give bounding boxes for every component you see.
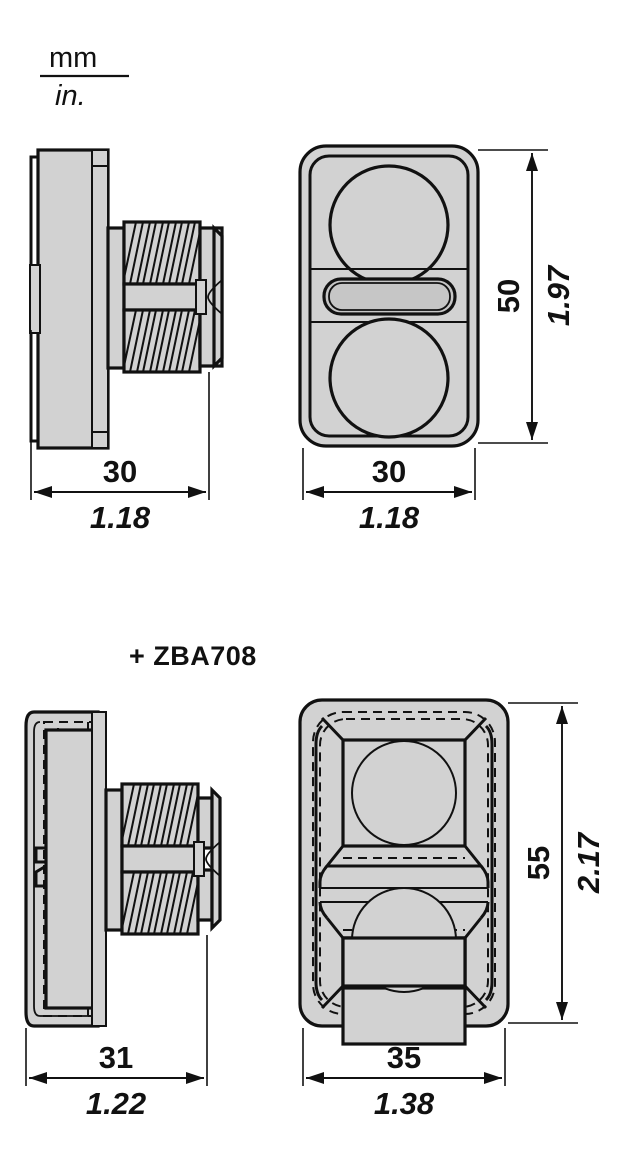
push-button-upper[interactable]	[328, 164, 450, 286]
faceplate-rim	[91, 711, 107, 1027]
bottom-front-height-dimension: 55 2.17	[508, 702, 606, 1024]
thread-hatching-lower	[123, 309, 201, 373]
dim-arrow-right	[186, 1072, 204, 1084]
push-button-lower[interactable]	[328, 317, 450, 439]
label-window[interactable]	[322, 277, 457, 316]
panel-spacer	[341, 936, 467, 988]
endcap-body	[212, 224, 224, 370]
dim-value-in: 1.18	[359, 500, 420, 535]
endcap-tab	[193, 841, 205, 877]
thread-hatching-upper	[121, 783, 199, 847]
dim-arrow-left	[29, 1072, 47, 1084]
band-fold-left-upper	[318, 865, 329, 888]
units-legend: mm in.	[40, 42, 129, 112]
dim-value-mm: 30	[103, 454, 137, 489]
dim-value-mm: 31	[99, 1040, 133, 1075]
label-window-tab-lower	[34, 864, 47, 888]
dim-value-in: 1.18	[90, 500, 151, 535]
bottom-side-width-dimension: 31 1.22	[25, 935, 208, 1121]
dim-arrow-bottom	[556, 1002, 568, 1020]
dim-value-in: 1.38	[374, 1086, 435, 1121]
bottom-front-width-dimension: 35 1.38	[302, 1028, 506, 1121]
band-fold-right-lower	[479, 901, 490, 919]
dim-arrow-left	[306, 1072, 324, 1084]
band-fold-upper	[323, 845, 485, 868]
dim-value-mm: 30	[372, 454, 406, 489]
dim-value-in: 1.97	[541, 264, 576, 326]
boot-hidden-outline-2	[319, 718, 489, 1008]
collar-shoulder	[106, 226, 126, 370]
faceplate-body	[44, 728, 100, 1010]
dim-arrow-bottom	[526, 422, 538, 440]
endcap-body	[210, 786, 222, 932]
dim-arrow-left	[34, 486, 52, 498]
endcap-tab	[195, 279, 207, 315]
dim-arrow-left	[306, 486, 324, 498]
dim-value-in: 2.17	[571, 831, 606, 894]
endcap-upper	[196, 796, 214, 850]
top-front-view: 30 1.18 50 1.97	[298, 144, 576, 535]
label-window-tab	[29, 264, 41, 334]
band-fold-left-lower	[318, 901, 329, 919]
collar-shoulder	[104, 788, 124, 932]
units-legend-denominator: in.	[55, 80, 86, 112]
top-side-view: 30 1.18	[29, 148, 224, 535]
thread-hatching-upper	[123, 221, 201, 285]
boot-hidden-outline-1	[312, 711, 496, 1015]
dim-value-in: 1.22	[86, 1086, 146, 1121]
collar-groove-band	[122, 282, 202, 312]
dim-arrow-top	[526, 153, 538, 171]
reference-title: + ZBA708	[129, 641, 257, 671]
dim-arrow-right	[454, 486, 472, 498]
dim-value-mm: 50	[491, 279, 526, 313]
dim-arrow-right	[188, 486, 206, 498]
top-front-height-dimension: 50 1.97	[478, 149, 576, 444]
bottom-side-view: 31 1.22	[24, 710, 222, 1121]
dim-value-mm: 35	[387, 1040, 421, 1075]
units-legend-numerator: mm	[49, 42, 97, 74]
thread-hatching-lower	[121, 871, 199, 935]
band-fold-right-upper	[479, 865, 490, 888]
boot-fold-left	[314, 724, 324, 1002]
label-window-tab-upper	[34, 846, 46, 864]
boot-fold-right	[484, 724, 494, 1002]
collar-groove-band	[120, 844, 200, 874]
boot-inner-wall	[33, 721, 96, 1017]
endcap-lower	[196, 868, 214, 922]
dim-value-mm: 55	[521, 846, 556, 880]
top-side-width-dimension: 30 1.18	[30, 330, 210, 535]
push-button-upper[interactable]	[351, 740, 457, 846]
endcap-notch	[207, 279, 223, 315]
faceplate-inner-rim	[91, 149, 109, 449]
dim-arrow-top	[556, 706, 568, 724]
top-front-width-dimension: 30 1.18	[302, 448, 476, 535]
dim-arrow-right	[484, 1072, 502, 1084]
endcap-notch	[205, 841, 221, 877]
bottom-front-view: 35 1.38 55 2.17	[298, 698, 606, 1121]
label-window-inner	[328, 282, 451, 311]
